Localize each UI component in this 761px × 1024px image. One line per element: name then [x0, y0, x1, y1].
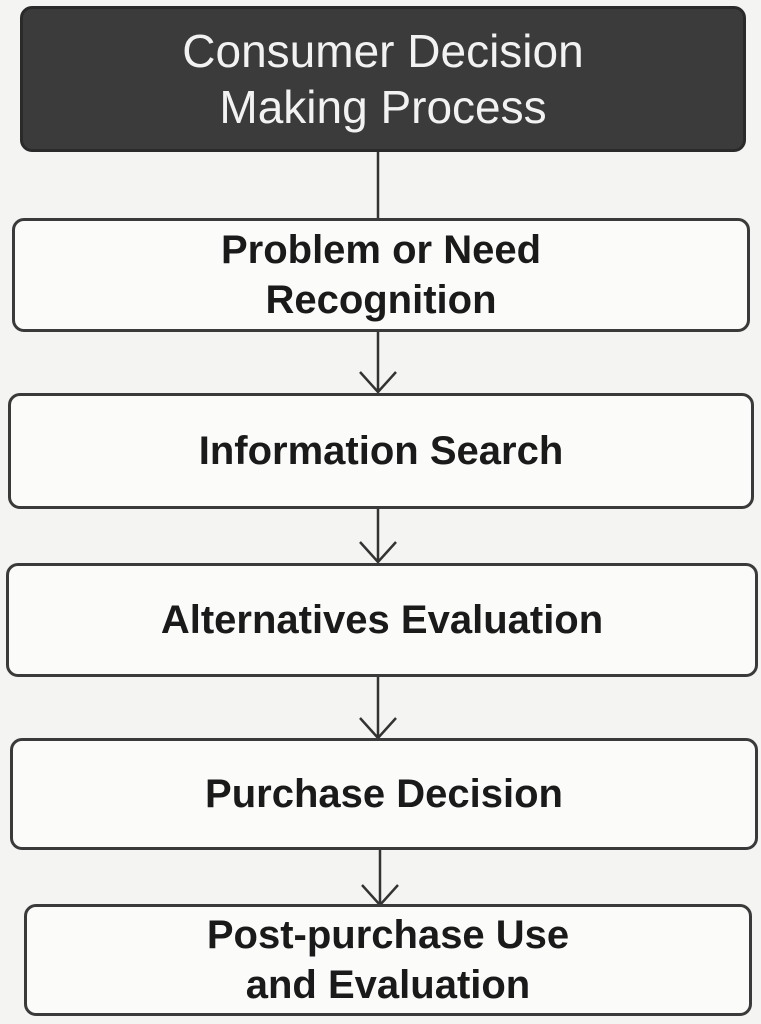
step-label: Problem or Need	[220, 228, 542, 272]
arrow-4	[361, 850, 399, 907]
step-label: and Evaluation	[245, 963, 531, 1007]
step-information-search: Information Search	[8, 393, 754, 509]
arrow-3	[359, 676, 397, 740]
arrow-1	[359, 330, 397, 394]
step-post-purchase: Post-purchase Use and Evaluation	[24, 904, 752, 1016]
title-line-1: Consumer Decision	[182, 25, 584, 77]
step-label: Alternatives Evaluation	[160, 598, 604, 642]
step-label: Purchase Decision	[205, 772, 563, 816]
arrow-2	[359, 508, 397, 564]
step-label: Recognition	[265, 278, 497, 322]
step-purchase-decision: Purchase Decision	[10, 738, 758, 850]
step-label: Information Search	[198, 429, 564, 473]
title-line-2: Making Process	[219, 81, 547, 133]
step-alternatives-evaluation: Alternatives Evaluation	[6, 563, 758, 677]
step-label: Post-purchase Use	[206, 913, 570, 957]
